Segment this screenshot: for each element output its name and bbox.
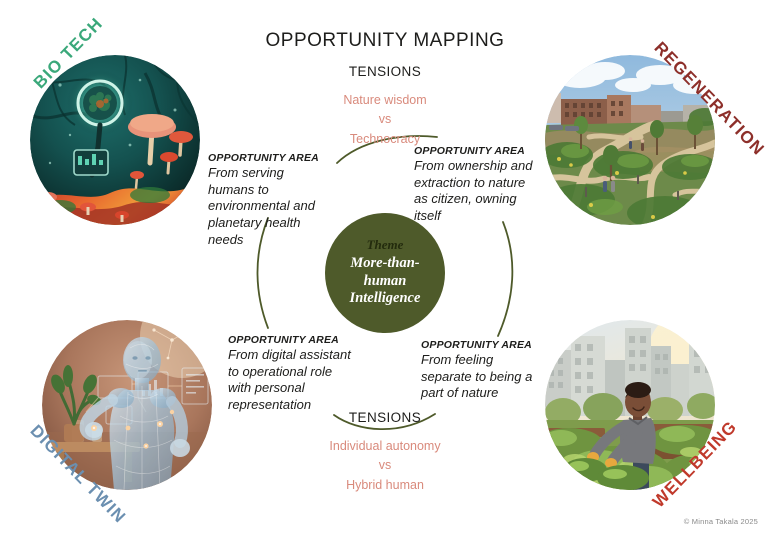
- opportunity-area-bottom-left-body: From digital assistant to operational ro…: [228, 347, 351, 412]
- opportunity-area-bottom-left: OPPORTUNITY AREA From digital assistant …: [228, 334, 352, 414]
- opportunity-area-top-right-body: From ownership and extraction to nature …: [414, 158, 533, 223]
- arc-right: [497, 221, 514, 337]
- opportunity-area-bottom-right: OPPORTUNITY AREA From feeling separate t…: [421, 339, 539, 402]
- tensions-label-top: TENSIONS: [348, 64, 422, 79]
- theme-name: More-than-human Intelligence: [349, 255, 421, 307]
- regeneration-photo: [545, 55, 715, 225]
- opportunity-area-top-left-heading: OPPORTUNITY AREA: [208, 152, 319, 164]
- opportunity-area-top-left: OPPORTUNITY AREA From serving humans to …: [208, 152, 332, 248]
- tension-right-top: Technocracy: [349, 131, 421, 146]
- tensions-label-bottom: TENSIONS: [348, 410, 422, 425]
- page-title: OPPORTUNITY MAPPING: [265, 30, 505, 51]
- opportunity-area-bottom-left-heading: OPPORTUNITY AREA: [228, 334, 339, 346]
- tension-left-top: Nature wisdom: [343, 93, 427, 107]
- opportunity-area-bottom-right-body: From feeling separate to being a part of…: [421, 352, 533, 401]
- opportunity-area-bottom-right-heading: OPPORTUNITY AREA: [421, 339, 532, 351]
- tension-vs-bottom: vs: [378, 458, 392, 473]
- copyright-notice: © Minna Takala 2025: [683, 517, 758, 526]
- tension-vs-top: vs: [378, 112, 392, 127]
- theme-kicker: Theme: [366, 236, 404, 252]
- tension-left-bottom: Individual autonomy: [329, 439, 441, 453]
- theme-circle: Theme More-than-human Intelligence: [325, 213, 445, 333]
- opportunity-area-top-right: OPPORTUNITY AREA From ownership and extr…: [414, 145, 536, 225]
- tension-right-bottom: Hybrid human: [346, 477, 424, 492]
- tensions-body-top: Nature wisdom vs Technocracy: [285, 91, 485, 149]
- opportunity-area-top-right-heading: OPPORTUNITY AREA: [414, 145, 525, 157]
- tensions-body-bottom: Individual autonomy vs Hybrid human: [285, 437, 485, 495]
- opportunity-area-top-left-body: From serving humans to environmental and…: [208, 165, 315, 247]
